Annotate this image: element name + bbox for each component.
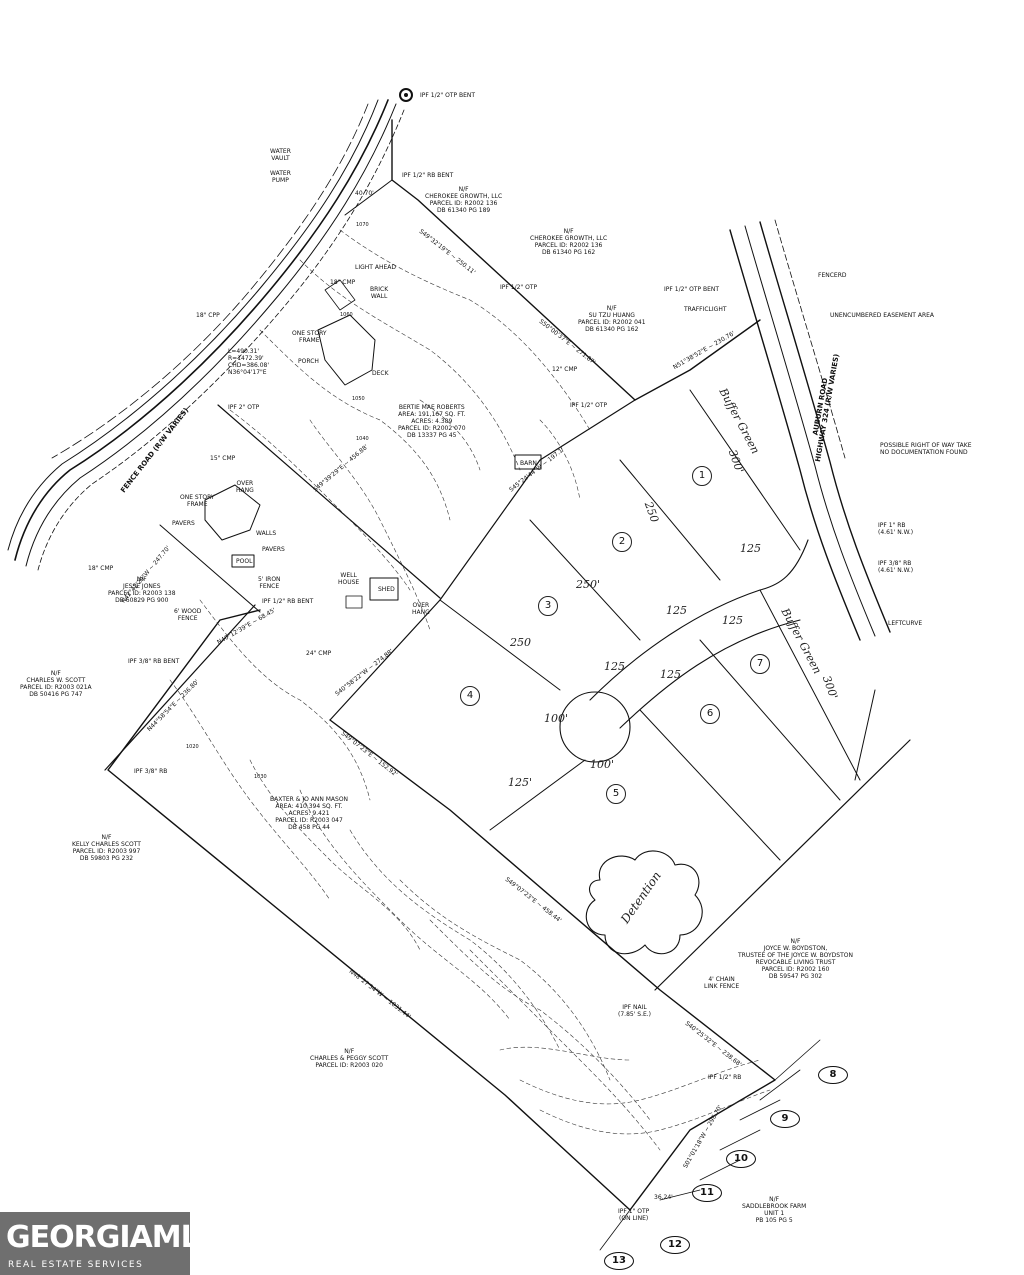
label-ipf-otp-bent-right: IPF 1/2" OTP BENT	[664, 286, 720, 293]
label-ipf-1-rb: IPF 1" RB (4.61' N.W.)	[878, 522, 914, 536]
label-cmp-18-b: 18" CMP	[88, 565, 114, 572]
sketch-dim-125-f: 125'	[508, 776, 533, 789]
sketch-lot-7: 7	[750, 654, 770, 674]
adjacent-lot-9: 9	[770, 1110, 800, 1128]
sketch-lot-4: 4	[460, 686, 480, 706]
label-leftcurve: LEFTCURVE	[888, 620, 923, 627]
label-ipf-3-8-rb: IPF 3/8" RB	[134, 768, 168, 775]
label-ipf-top: IPF 1/2" OTP BENT	[420, 92, 476, 99]
label-walls: WALLS	[256, 530, 277, 537]
label-one-story-frame-1: ONE STORY FRAME	[292, 330, 327, 344]
adjacent-lot-12: 12	[660, 1236, 690, 1254]
label-brick-wall: BRICK WALL	[370, 286, 389, 300]
label-cmp-15: 15" CMP	[210, 455, 236, 462]
label-fencerd: FENCERD	[818, 272, 847, 279]
label-water-vault: WATER VAULT	[270, 148, 291, 162]
label-trafficlight: TRAFFICLIGHT	[684, 306, 727, 313]
sketch-dim-125-b: 125	[666, 604, 687, 617]
label-charles-peggy: N/F CHARLES & PEGGY SCOTT PARCEL ID: R20…	[310, 1048, 389, 1069]
label-ipf-1-2-otp-b: IPF 1/2" OTP	[570, 402, 608, 409]
adjacent-lot-13: 13	[604, 1252, 634, 1270]
sketch-dim-125-a: 125	[740, 542, 761, 555]
label-ipf-rb-bent-mid: IPF 1/2" RB BENT	[262, 598, 314, 605]
sketch-dim-250-c: 250	[510, 636, 531, 649]
label-porch: PORCH	[298, 358, 319, 365]
label-charles-w-scott: N/F CHARLES W. SCOTT PARCEL ID: R2003 02…	[20, 670, 92, 698]
label-deck: DECK	[372, 370, 389, 377]
bearing-15: 36.24'	[654, 1194, 673, 1201]
label-ipf-1-2-rb: IPF 1/2" RB	[708, 1074, 742, 1081]
sketch-lot-6: 6	[700, 704, 720, 724]
label-cpp-18: 18" CPP	[196, 312, 220, 319]
sketch-dim-125-c: 125	[604, 660, 625, 673]
sketch-dim-100-b: 100'	[590, 758, 615, 771]
label-joyce: N/F JOYCE W. BOYDSTON, TRUSTEE OF THE JO…	[738, 938, 853, 980]
label-ipf-3-8-rb-right: IPF 3/8" RB (4.61' N.W.)	[878, 560, 914, 574]
sketch-dim-125-e: 125	[660, 668, 681, 681]
label-contour-1060: 1060	[340, 312, 353, 318]
adjacent-lot-11: 11	[692, 1184, 722, 1202]
label-light-ahead: LIGHT AHEAD	[355, 264, 396, 271]
label-over-hang-2: OVER HANG	[412, 602, 430, 616]
label-barn: BARN	[520, 460, 537, 467]
logo-text: GEORGIAMLS	[6, 1220, 220, 1255]
label-jesse: N/F JESSE JONES PARCEL ID: R2003 138 DB …	[108, 576, 176, 604]
label-pool: POOL	[236, 558, 253, 565]
label-well-house: WELL HOUSE	[338, 572, 360, 586]
label-possible-row: POSSIBLE RIGHT OF WAY TAKE NO DOCUMENTAT…	[880, 442, 972, 456]
label-su-tzu: N/F SU TZU HUANG PARCEL ID: R2002 041 DB…	[578, 305, 646, 333]
label-cmp-12: 12" CMP	[552, 366, 578, 373]
label-contour-1070: 1070	[356, 222, 369, 228]
label-ipf-3-8-rb-bent: IPF 3/8" RB BENT	[128, 658, 180, 665]
label-ipf-1-otp: IPF 1" OTP (ON LINE)	[618, 1208, 650, 1222]
label-dim-40-70: 40.70'	[355, 190, 374, 197]
label-water-pump: WATER PUMP	[270, 170, 291, 184]
label-ipf-nail: IPF NAIL (7.85' S.E.)	[618, 1004, 652, 1018]
label-shed: SHED	[378, 586, 395, 593]
label-chain-fence: 4' CHAIN LINK FENCE	[704, 976, 740, 990]
sketch-lot-3: 3	[538, 596, 558, 616]
label-bertie: BERTIE MAE ROBERTS AREA: 191,167 SQ. FT.…	[398, 404, 466, 439]
label-wood-fence: 6' WOOD FENCE	[174, 608, 202, 622]
sketch-dim-100-a: 100'	[544, 712, 569, 725]
label-ipf-rb-bent-top: IPF 1/2" RB BENT	[402, 172, 454, 179]
label-cherokee-1: N/F CHEROKEE GROWTH, LLC PARCEL ID: R200…	[425, 186, 503, 214]
bearing-16-curve: L=490.31' R=1472.39' CHD=386.08' N36°04'…	[228, 348, 269, 376]
north-arrow-icon	[399, 88, 413, 102]
sketch-dim-125-d: 125	[722, 614, 743, 627]
label-cmp-24: 24" CMP	[306, 650, 332, 657]
logo-subtitle: REAL ESTATE SERVICES	[8, 1260, 144, 1270]
label-ipf-1-2-otp: IPF 1/2" OTP	[500, 284, 538, 291]
sketch-lot-1: 1	[692, 466, 712, 486]
sketch-dim-250-b: 250'	[576, 578, 601, 591]
sketch-lot-2: 2	[612, 532, 632, 552]
label-saddlebrook: N/F SADDLEBROOK FARM UNIT 1 PB 105 PG 5	[742, 1196, 807, 1224]
adjacent-lot-8: 8	[818, 1066, 848, 1084]
label-pavers-2: PAVERS	[262, 546, 285, 553]
label-pavers-1: PAVERS	[172, 520, 195, 527]
label-one-story-frame-2: ONE STORY FRAME	[180, 494, 215, 508]
label-unencumbered: UNENCUMBERED EASEMENT AREA	[830, 312, 935, 319]
label-contour-1050: 1050	[352, 396, 365, 402]
label-ipf-2-otp: IPF 2" OTP	[228, 404, 260, 411]
adjacent-lot-10: 10	[726, 1150, 756, 1168]
label-baxter: BAXTER & JO ANN MASON AREA: 410,394 SQ. …	[270, 796, 349, 831]
label-contour-1020: 1020	[186, 744, 199, 750]
label-contour-1030: 1030	[254, 774, 267, 780]
label-cmp-18-a: 18" CMP	[330, 279, 356, 286]
label-over-hang: OVER HANG	[236, 480, 254, 494]
sketch-lot-5: 5	[606, 784, 626, 804]
label-iron-fence: 5' IRON FENCE	[258, 576, 281, 590]
label-kelly: N/F KELLY CHARLES SCOTT PARCEL ID: R2003…	[72, 834, 141, 862]
label-cherokee-2: N/F CHEROKEE GROWTH, LLC PARCEL ID: R200…	[530, 228, 608, 256]
georgia-mls-logo: GEORGIAMLS REAL ESTATE SERVICES	[0, 1212, 220, 1275]
label-contour-1040: 1040	[356, 436, 369, 442]
